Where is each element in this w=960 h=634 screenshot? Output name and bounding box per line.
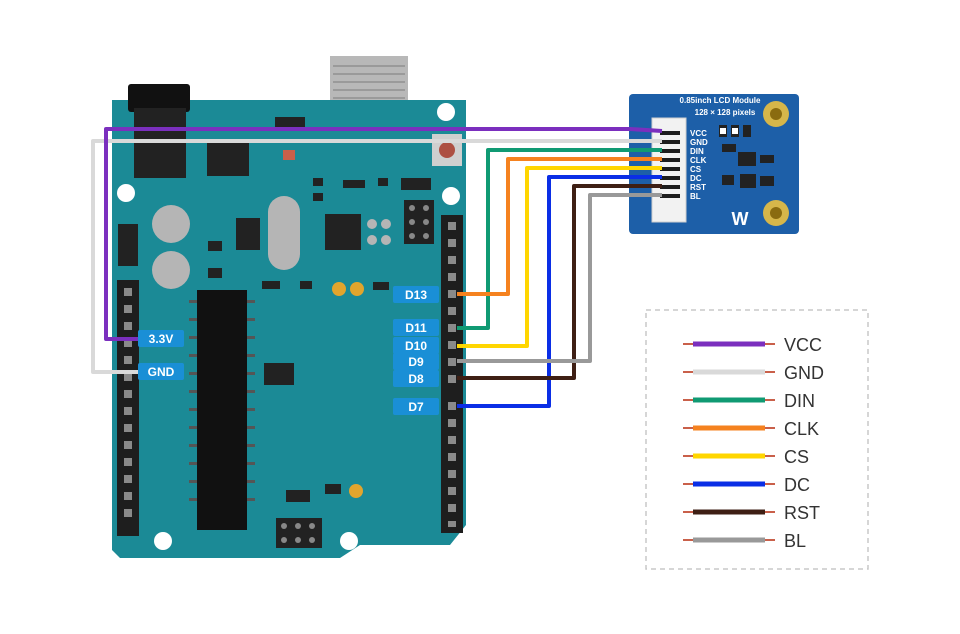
legend-item-vcc: VCC	[683, 335, 822, 355]
icsp-header	[404, 200, 434, 244]
mount-hole	[437, 103, 455, 121]
mount-hole	[117, 184, 135, 202]
legend-item-bl: BL	[683, 531, 806, 551]
legend-label: BL	[784, 531, 806, 551]
led	[349, 484, 363, 498]
wire-clk	[457, 157, 662, 296]
legend-frame	[645, 309, 869, 570]
waveshare-logo: W	[732, 209, 749, 229]
pin-label-gnd: GND	[148, 365, 175, 379]
crystal	[268, 196, 300, 270]
arduino-right-pin-labels: D13 D11 D10 D9 D8 D7	[393, 286, 439, 415]
legend-item-din: DIN	[683, 391, 815, 411]
lcd-pin-label-bl: BL	[690, 192, 701, 201]
legend-label: DC	[784, 475, 810, 495]
legend-label: GND	[784, 363, 824, 383]
led	[350, 282, 364, 296]
lcd-pin-label-din: DIN	[690, 147, 704, 156]
legend-item-clk: CLK	[683, 419, 819, 439]
lcd-pin-label-clk: CLK	[690, 156, 707, 165]
pin-label-d11: D11	[405, 321, 427, 335]
lcd-pin-label-vcc: VCC	[690, 129, 707, 138]
lcd-pin-label-gnd: GND	[690, 138, 708, 147]
icsp-header-2	[276, 518, 322, 548]
wire-dc	[457, 175, 662, 408]
wire-gnd	[91, 139, 662, 374]
lcd-pin-label-dc: DC	[690, 174, 702, 183]
capacitor	[152, 251, 190, 289]
mount-hole	[154, 532, 172, 550]
legend-item-dc: DC	[683, 475, 810, 495]
wires	[91, 127, 663, 408]
pin-label-d10: D10	[405, 339, 427, 353]
lcd-title: 0.85inch LCD Module	[680, 96, 761, 105]
lcd-module: 0.85inch LCD Module 128 × 128 pixels VCC…	[629, 94, 799, 234]
legend-label: CS	[784, 447, 809, 467]
arduino-board	[112, 56, 466, 558]
legend-item-gnd: GND	[683, 363, 824, 383]
pin-label-d9: D9	[408, 355, 424, 369]
pin-label-d13: D13	[405, 288, 427, 302]
arduino-left-pin-labels: 3.3V GND	[138, 330, 184, 380]
mount-hole	[340, 532, 358, 550]
wire-bl	[457, 193, 662, 363]
power-jack	[128, 84, 190, 112]
led	[332, 282, 346, 296]
usb-chip	[325, 214, 361, 250]
pin-label-3v3: 3.3V	[149, 332, 174, 346]
atmega-chip	[197, 290, 247, 530]
voltage-regulator	[207, 142, 249, 176]
capacitor	[152, 205, 190, 243]
legend-label: CLK	[784, 419, 819, 439]
wire-din	[457, 148, 662, 330]
lcd-resolution: 128 × 128 pixels	[695, 108, 756, 117]
legend-label: DIN	[784, 391, 815, 411]
wire-vcc	[104, 127, 663, 341]
wire-rst	[457, 184, 662, 380]
wire-legend: VCC GND DIN CLK CS DC RST BL	[645, 309, 869, 570]
pin-label-d7: D7	[408, 400, 424, 414]
lcd-pin-label-cs: CS	[690, 165, 702, 174]
legend-item-rst: RST	[683, 503, 820, 523]
legend-item-cs: CS	[683, 447, 809, 467]
mount-hole	[442, 187, 460, 205]
lcd-pin-label-rst: RST	[690, 183, 706, 192]
wire-cs	[457, 166, 662, 348]
legend-label: VCC	[784, 335, 822, 355]
pin-label-d8: D8	[408, 372, 424, 386]
legend-label: RST	[784, 503, 820, 523]
